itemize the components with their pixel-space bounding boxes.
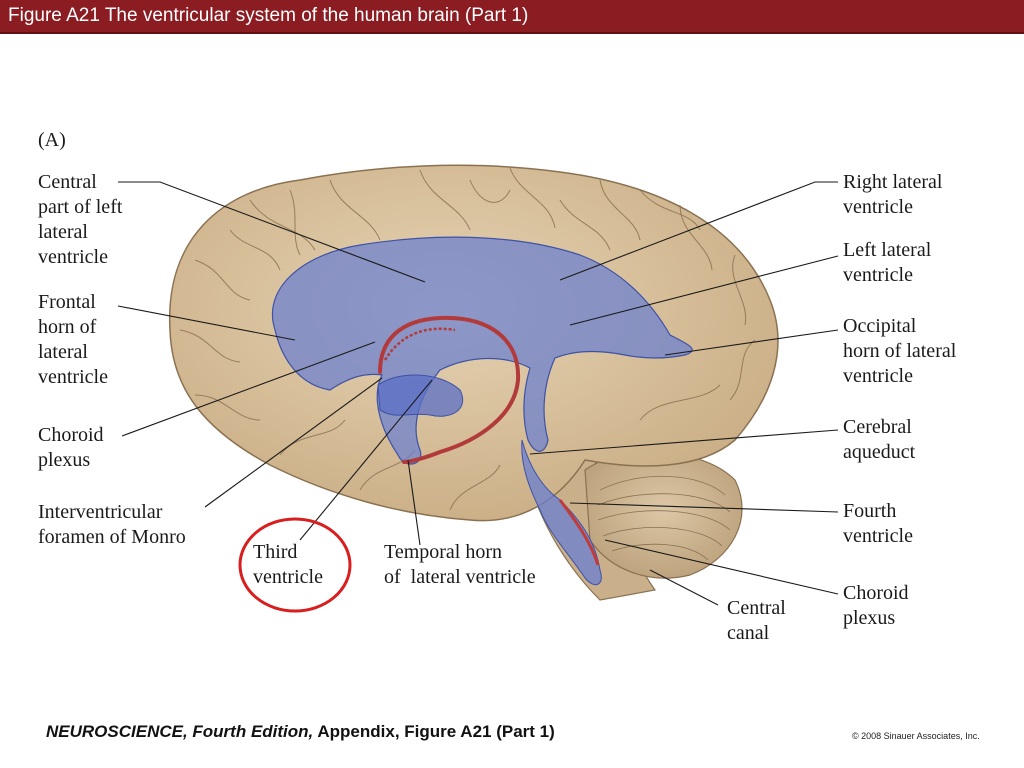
panel-label: (A)	[38, 129, 66, 151]
footer-book-title: NEUROSCIENCE, Fourth Edition,	[46, 722, 314, 741]
label-left-lateral: Left lateral ventricle	[843, 239, 932, 286]
footer-citation: NEUROSCIENCE, Fourth Edition, Appendix, …	[46, 722, 555, 742]
third-ventricle	[377, 374, 464, 417]
slide-title: Figure A21 The ventricular system of the…	[8, 5, 529, 26]
cerebellum-folia	[597, 475, 731, 561]
label-central-canal: Central canal	[727, 597, 786, 644]
label-central-part: Central part of left lateral ventricle	[38, 171, 123, 268]
label-occipital-horn: Occipital horn of lateral ventricle	[843, 315, 957, 387]
label-third-ventricle: Third ventricle	[253, 541, 323, 588]
lateral-ventricle	[271, 236, 693, 465]
label-right-lateral: Right lateral ventricle	[843, 171, 943, 218]
choroid-plexus-fourth	[558, 499, 600, 566]
choroid-plexus-strand-2	[383, 327, 456, 361]
fourth-ventricle	[521, 439, 602, 586]
label-choroid-plexus-right: Choroid plexus	[843, 582, 909, 629]
footer-reference: Appendix, Figure A21 (Part 1)	[313, 722, 555, 741]
label-fourth-ventricle: Fourth ventricle	[843, 500, 913, 547]
leader-lines	[117, 181, 839, 606]
label-cerebral-aqueduct: Cerebral aqueduct	[843, 416, 916, 463]
cerebellum	[584, 451, 743, 579]
title-bar: Figure A21 The ventricular system of the…	[0, 0, 1024, 34]
third-ventricle-highlight-circle	[238, 517, 352, 613]
sulci	[179, 167, 756, 511]
label-temporal-horn: Temporal horn of lateral ventricle	[384, 541, 536, 588]
label-interventricular-foramen: Interventricular foramen of Monro	[38, 501, 186, 548]
choroid-plexus-strand	[378, 315, 521, 464]
label-frontal-horn: Frontal horn of lateral ventricle	[38, 291, 108, 388]
footer-copyright: © 2008 Sinauer Associates, Inc.	[852, 731, 980, 741]
label-choroid-plexus-left: Choroid plexus	[38, 424, 104, 471]
brain-figure	[117, 164, 839, 613]
